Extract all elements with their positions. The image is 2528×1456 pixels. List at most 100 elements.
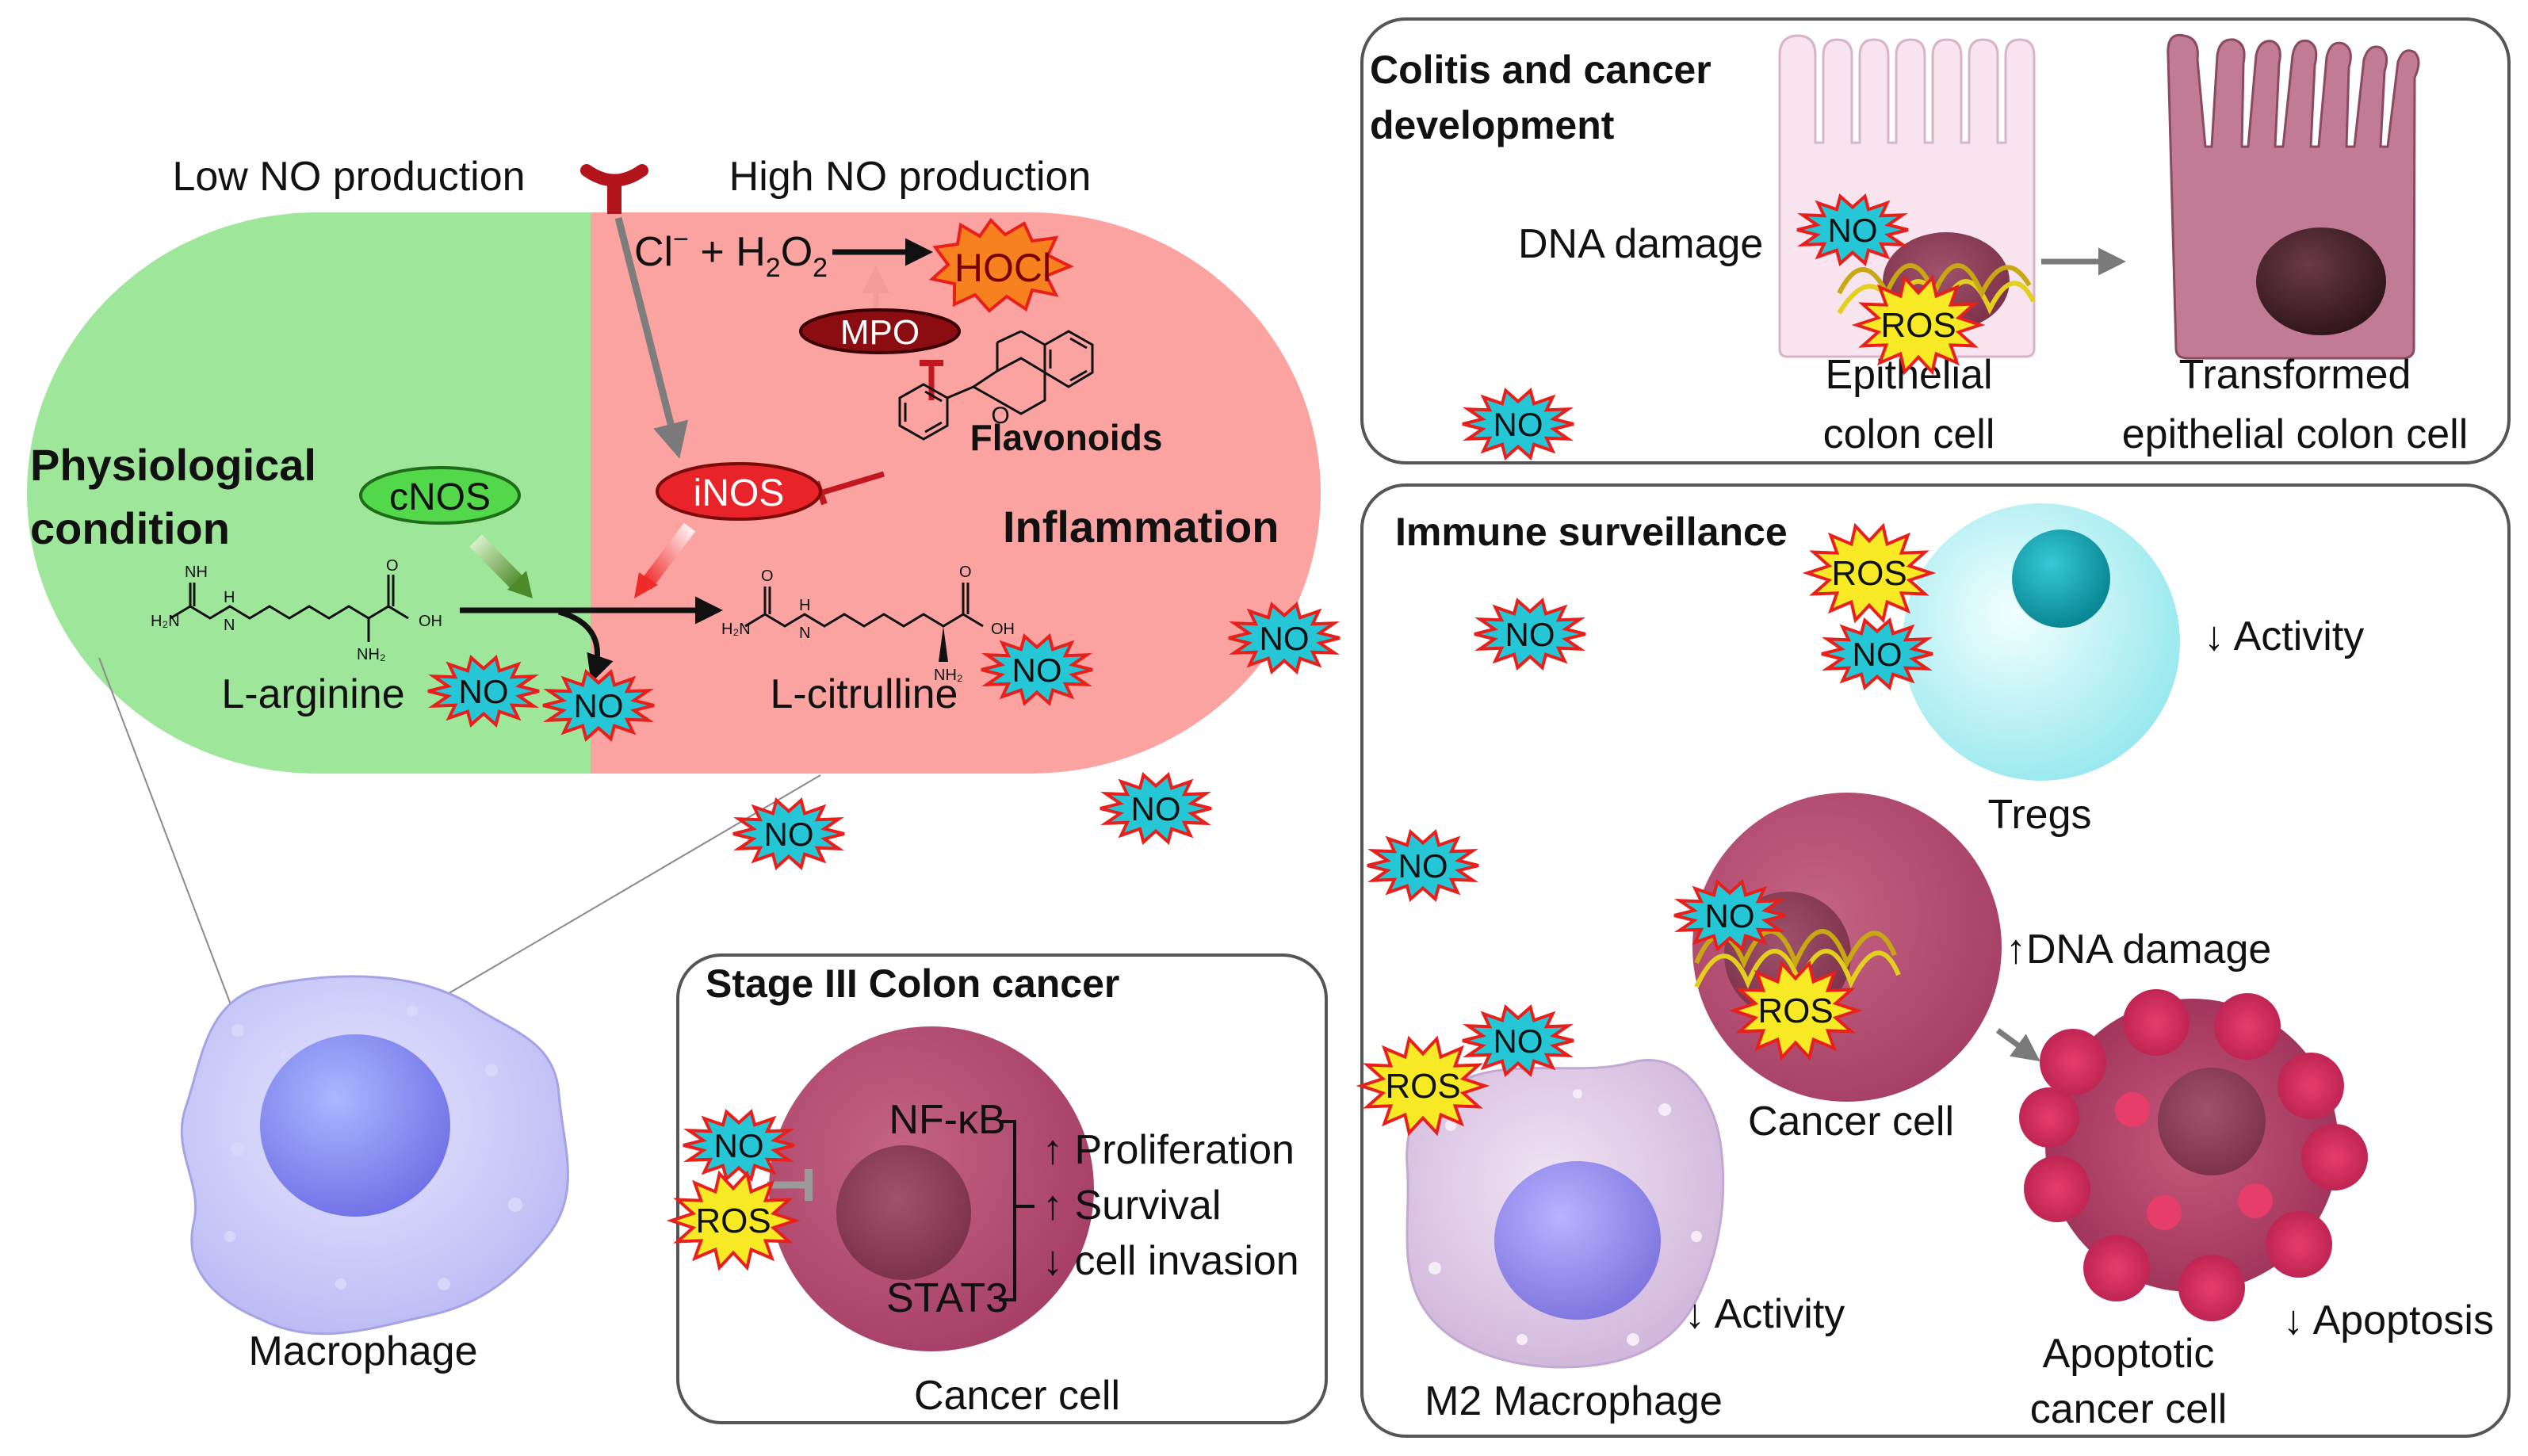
citrulline-o2: O [959,564,972,581]
macrophage-label: Macrophage [248,1328,477,1374]
no-badge-center-2-label: NO [1131,790,1181,827]
no-badge-center-3-label: NO [764,816,814,853]
citrulline-nh2: NH₂ [934,667,963,684]
cnos-enzyme [359,466,521,525]
no-badge-epithelial-shape [1796,193,1909,266]
apoptotic-label-2: cancer cell [2030,1386,2228,1432]
apoptotic-label-1: Apoptotic [2043,1331,2215,1377]
ros-badge-tregs-shape [1802,522,1937,624]
no-badge-center-1: NO [1228,602,1340,674]
no-badge-citrulline: NO [981,633,1093,706]
citrulline-o1: O [761,567,774,585]
treg-cell [1903,503,2180,781]
no-badge-m2-shape [1462,1004,1574,1077]
physiological-region [27,212,591,774]
inos-enzyme [656,462,822,521]
cnos-activity-arrow [469,534,526,591]
cnos-label: cNOS [389,476,491,518]
reaction-equation: Cl− + H2O2 [634,224,828,283]
ros-inhibits-cancer [767,1169,813,1201]
inos-arrowhead [634,572,658,598]
ros-badge-tregs: ROS [1802,522,1937,624]
no-badge-immune-2: NO [1367,829,1479,902]
no-badge-stage3-shape [683,1109,795,1182]
macrophage-cell [180,975,569,1336]
no-badge-cancer-label: NO [1705,897,1755,934]
no-badge-m2-label: NO [1493,1022,1543,1060]
arginine-n: N [224,617,235,634]
immune-title: Immune surveillance [1395,510,1788,554]
m2-activity-label: ↓ Activity [1685,1291,1845,1337]
transformed-label-1: Transformed [2179,352,2411,398]
treg-activity-label: ↓ Activity [2204,613,2364,659]
l-arginine-label: L-arginine [221,671,404,717]
no-badge-release-shape [542,669,655,742]
stat3-label: STAT3 [886,1275,1008,1321]
nfkb-label: NF-κB [889,1097,1005,1143]
flavonoid-structure [898,330,1094,441]
dna-damage-up-label: ↑DNA damage [2006,927,2271,973]
citrulline-wedge [939,626,948,662]
ros-badge-m2-label: ROS [1385,1067,1460,1106]
colitis-title-2: development [1370,103,1615,147]
ros-badge-cancer-label: ROS [1757,992,1833,1030]
immune-cancer-cell-label: Cancer cell [1748,1099,1954,1145]
inos-activity-arrow [640,522,696,590]
ros-badge-m2: ROS [1356,1035,1490,1137]
no-badge-stage3: NO [683,1109,795,1182]
flavonoid-ring-oxygen: O [991,403,1009,429]
no-badge-cancer-shape [1673,879,1786,952]
no-badge-citrulline-label: NO [1012,652,1062,689]
no-badge-immune-1-label: NO [1505,616,1555,653]
ros-badge-stage3: ROS [666,1170,801,1271]
arginine-h: H [224,589,235,606]
high-no-label: High NO production [729,154,1092,200]
no-badge-tregs: NO [1821,617,1933,690]
l-citrulline-label: L-citrulline [771,671,958,717]
apoptotic-cancer-cell [2019,989,2368,1321]
no-badge-center-3: NO [732,797,845,870]
ros-badge-epithelial: ROS [1851,274,1986,376]
stage3-cancer-cell [769,1026,1094,1351]
citrulline-n: N [799,625,810,642]
cnos-arrowhead [507,571,533,598]
signaling-bracket [999,1120,1035,1301]
no-badge-center-1-shape [1228,602,1340,674]
no-badge-colitis: NO [1462,388,1574,460]
stage3-panel [676,953,1328,1424]
hocl-burst-icon: HOCl [928,217,1074,313]
m2-macrophage-label: M2 Macrophage [1425,1378,1723,1424]
epithelial-label-2: colon cell [1823,411,1995,457]
apoptosis-label: ↓ Apoptosis [2283,1297,2494,1343]
no-badge-release: NO [542,669,655,742]
flavonoids-label: Flavonoids [970,417,1163,458]
no-badge-m2: NO [1462,1004,1574,1077]
mpo-label: MPO [840,313,920,352]
invasion-label: ↓ cell invasion [1042,1238,1299,1284]
ros-badge-cancer-shape [1728,960,1863,1061]
no-badge-epithelial-label: NO [1828,212,1878,249]
no-badge-immune-2-shape [1367,829,1479,902]
no-badge-center-2-shape [1100,772,1212,845]
tregs-label: Tregs [1988,792,2092,838]
citrulline-h2n: H₂N [721,621,751,638]
no-badge-arginine-shape [427,655,540,728]
no-badge-arginine-label: NO [459,673,509,710]
inflammation-label: Inflammation [1003,502,1279,552]
ros-badge-cancer: ROS [1728,960,1863,1061]
no-badge-arginine: NO [427,655,540,728]
survival-label: ↑ Survival [1042,1183,1221,1229]
receptor-icon [580,164,648,214]
no-badge-citrulline-shape [981,633,1093,706]
citrulline-oh: OH [991,621,1015,638]
ros-badge-epithelial-label: ROS [1880,306,1956,345]
inflammation-region [591,212,1321,774]
immune-panel [1360,483,2511,1438]
no-badge-center-3-shape [732,797,845,870]
no-badge-epithelial: NO [1796,193,1909,266]
physiological-label: Physiological [30,440,316,490]
dna-damage-label: DNA damage [1518,221,1763,267]
arginine-nh2: NH₂ [357,646,386,663]
no-badge-colitis-shape [1462,388,1574,460]
